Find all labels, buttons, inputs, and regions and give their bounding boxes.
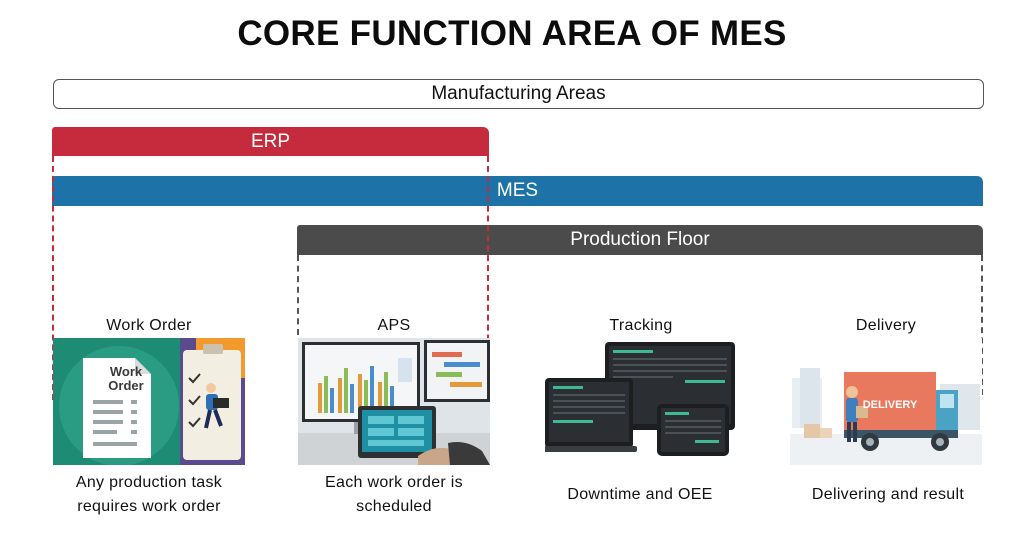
caption-work-order-line2: requires work order bbox=[77, 498, 221, 515]
caption-tracking: Downtime and OEE bbox=[520, 483, 760, 507]
module-label-work-order: Work Order bbox=[106, 317, 192, 334]
devices-dashboard-photo bbox=[545, 340, 737, 460]
caption-delivery: Delivering and result bbox=[770, 483, 1006, 507]
erp-right-dashed-line bbox=[487, 156, 489, 400]
caption-aps: Each work order is scheduled bbox=[275, 471, 513, 519]
caption-aps-line2: scheduled bbox=[356, 498, 432, 515]
mes-bar: MES bbox=[52, 176, 983, 206]
floor-left-dashed-line bbox=[297, 255, 299, 335]
manufacturing-areas-bar: Manufacturing Areas bbox=[53, 79, 984, 109]
caption-delivery-line1: Delivering and result bbox=[811, 486, 965, 503]
caption-tracking-line1: Downtime and OEE bbox=[567, 486, 713, 503]
caption-work-order: Any production task requires work order bbox=[30, 471, 268, 519]
erp-bar: ERP bbox=[52, 127, 489, 156]
module-label-aps: APS bbox=[377, 317, 411, 334]
delivery-badge: DELIVERY bbox=[863, 399, 918, 411]
module-label-delivery: Delivery bbox=[855, 317, 917, 334]
page-title: CORE FUNCTION AREA OF MES bbox=[237, 14, 787, 53]
monitors-schedule-photo bbox=[298, 338, 490, 465]
module-label-tracking: Tracking bbox=[609, 317, 673, 334]
delivery-truck-illustration: DELIVERY bbox=[790, 338, 982, 465]
work-order-badge-line2: Order bbox=[108, 378, 143, 393]
erp-left-dashed-line bbox=[52, 156, 54, 400]
work-order-badge-line1: Work bbox=[110, 364, 143, 379]
work-order-illustration: Work Order bbox=[53, 338, 245, 465]
production-floor-bar: Production Floor bbox=[297, 225, 983, 255]
caption-aps-line1: Each work order is bbox=[325, 474, 463, 491]
caption-work-order-line1: Any production task bbox=[75, 474, 223, 491]
floor-right-dashed-line bbox=[981, 255, 983, 395]
